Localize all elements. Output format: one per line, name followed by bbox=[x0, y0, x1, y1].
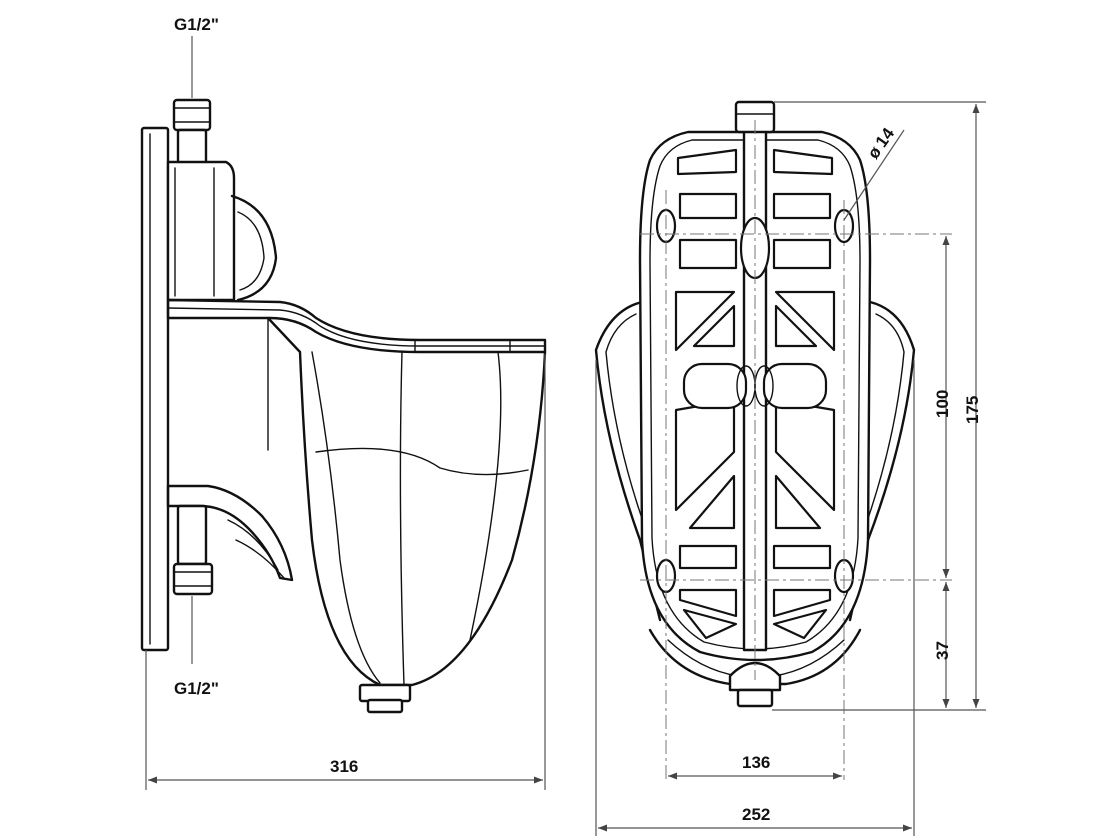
bottom-inlet-label: G1/2" bbox=[174, 679, 219, 698]
dim-252-label: 252 bbox=[742, 805, 770, 824]
left-bowl-flare bbox=[594, 300, 662, 622]
diameter-value: 14 bbox=[872, 124, 899, 151]
valve-body bbox=[166, 160, 236, 302]
center-cylinders bbox=[682, 362, 828, 410]
bowl-rim bbox=[166, 298, 547, 354]
bottom-drain bbox=[728, 661, 782, 708]
dim-37-label: 37 bbox=[933, 641, 952, 660]
dim-175-label: 175 bbox=[963, 396, 982, 424]
center-lines bbox=[640, 120, 952, 780]
diameter-leader bbox=[843, 129, 905, 221]
front-view: ø 14 100 175 37 136 252 bbox=[594, 100, 986, 836]
top-inlet-label: G1/2" bbox=[174, 15, 219, 34]
hole-diameter-label: ø 14 bbox=[864, 124, 899, 162]
width-label: 316 bbox=[330, 757, 358, 776]
width-dimension bbox=[145, 354, 546, 790]
valve-lever bbox=[230, 194, 278, 302]
drain-plug bbox=[358, 683, 412, 714]
lower-slots bbox=[678, 544, 832, 640]
vertical-dimensions bbox=[772, 101, 986, 711]
lower-bracket bbox=[166, 484, 294, 582]
horizontal-dimensions bbox=[595, 360, 915, 836]
wall-plate bbox=[140, 126, 170, 652]
bowl-body bbox=[266, 316, 547, 687]
bottom-inlet-fitting bbox=[172, 504, 214, 664]
diagonal-ribs bbox=[674, 290, 836, 530]
side-view: G1/2" G1/2" 316 bbox=[140, 15, 547, 790]
right-bowl-flare bbox=[848, 300, 916, 622]
dim-136-label: 136 bbox=[742, 753, 770, 772]
dim-100-label: 100 bbox=[933, 390, 952, 418]
top-inlet-fitting bbox=[172, 36, 212, 166]
